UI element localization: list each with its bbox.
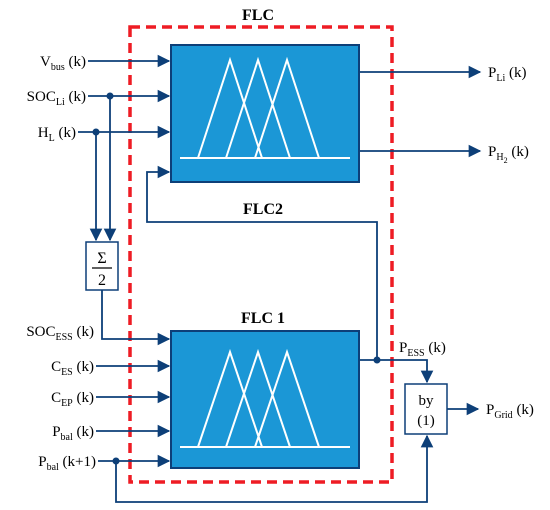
input-socess-label: SOCESS (k) xyxy=(26,324,94,343)
flc1-membership-functions-icon xyxy=(180,348,350,448)
input-socli-label: SOCLi (k) xyxy=(27,89,86,108)
delay-line2: (1) xyxy=(417,413,435,429)
flc2-block xyxy=(170,44,360,183)
connections xyxy=(78,54,482,503)
sum-symbol: Σ xyxy=(97,250,106,267)
flc2-label: FLC2 xyxy=(243,201,283,218)
delay-block xyxy=(404,383,448,435)
flc2-membership-functions-icon xyxy=(180,56,350,159)
sum-divisor: 2 xyxy=(98,272,106,289)
input-cep-label: CEP (k) xyxy=(51,390,94,409)
output-pgrid-label: PGrid (k) xyxy=(486,402,534,421)
output-ph2-label: PH2 (k) xyxy=(488,144,529,165)
flc1-block xyxy=(170,330,360,469)
output-pess-label: PESS (k) xyxy=(399,340,446,359)
flc-title: FLC xyxy=(242,7,274,24)
sum-block xyxy=(85,241,119,291)
input-pbal-label: Pbal (k) xyxy=(52,424,94,443)
input-ces-label: CES (k) xyxy=(51,359,94,378)
flc-boundary xyxy=(128,25,394,484)
output-pli-label: PLi (k) xyxy=(488,65,526,84)
flc1-label: FLC 1 xyxy=(241,310,285,327)
input-hl-label: HL (k) xyxy=(38,125,76,144)
delay-line1: by xyxy=(419,393,435,409)
junction-dots xyxy=(92,92,381,465)
input-pbal-next-label: Pbal (k+1) xyxy=(38,454,96,473)
input-vbus-label: Vbus (k) xyxy=(40,54,86,73)
